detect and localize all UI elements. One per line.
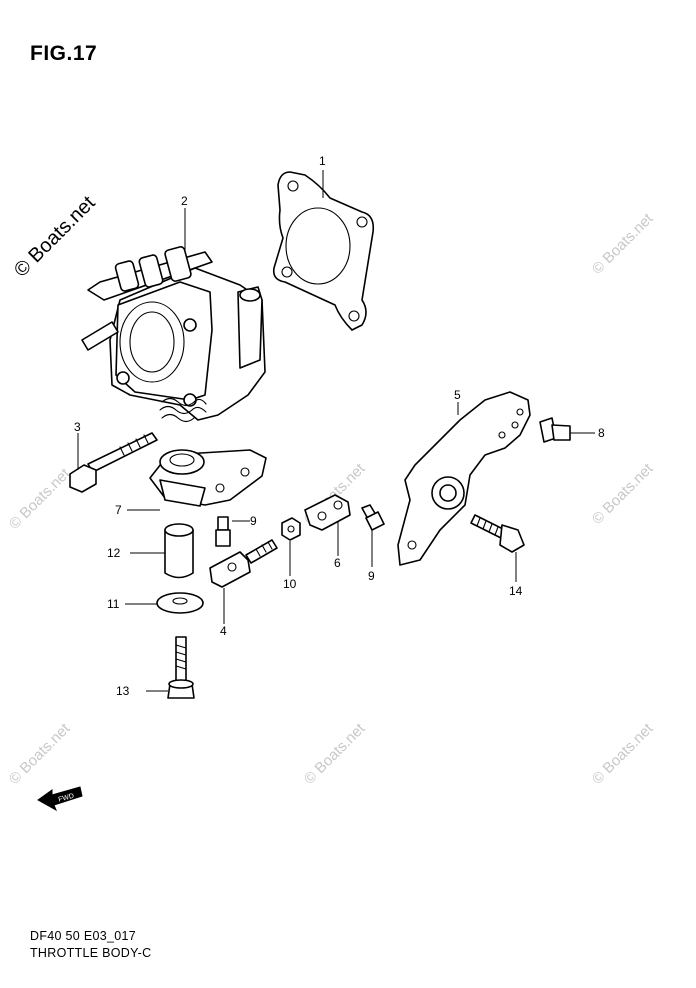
gasket-part bbox=[272, 171, 375, 331]
watermark: © Boats.net bbox=[6, 465, 74, 533]
forward-label: FWD bbox=[58, 793, 75, 804]
watermark-large: © Boats.net bbox=[10, 192, 100, 282]
watermark: © Boats.net bbox=[589, 210, 657, 278]
collar-part bbox=[164, 523, 194, 579]
callout-11: 11 bbox=[107, 597, 120, 611]
throttle-body-part bbox=[81, 246, 266, 423]
callout-3: 3 bbox=[74, 420, 81, 434]
screw-part bbox=[361, 504, 385, 531]
diagram-code: DF40 50 E03_017 bbox=[30, 929, 136, 943]
callout-14: 14 bbox=[509, 584, 523, 598]
watermark: © Boats.net bbox=[6, 720, 74, 788]
screw-part bbox=[215, 516, 231, 547]
nut-part bbox=[281, 517, 301, 541]
bracket-part bbox=[149, 449, 267, 507]
forward-arrow-icon: FWD bbox=[37, 786, 83, 812]
small-bolt-part bbox=[539, 417, 571, 443]
long-bolt-part bbox=[69, 432, 158, 493]
callout-9-right: 9 bbox=[368, 569, 375, 583]
callout-13: 13 bbox=[116, 684, 130, 698]
link-rod-end-part bbox=[209, 539, 278, 588]
callout-7: 7 bbox=[115, 503, 122, 517]
callout-4: 4 bbox=[220, 624, 227, 638]
lever-part bbox=[397, 391, 531, 566]
bolt-part bbox=[167, 636, 195, 699]
callouts: 1 2 3 4 5 6 7 8 9 9 10 11 12 13 14 bbox=[74, 154, 605, 698]
callout-8: 8 bbox=[598, 426, 605, 440]
callout-9-left: 9 bbox=[250, 514, 257, 528]
diagram-name: THROTTLE BODY-C bbox=[30, 946, 152, 960]
callout-1: 1 bbox=[319, 154, 326, 168]
callout-2: 2 bbox=[181, 194, 188, 208]
figure-label: FIG.17 bbox=[30, 42, 98, 65]
callout-12: 12 bbox=[107, 546, 121, 560]
joint-part bbox=[304, 494, 351, 531]
angled-bolt-part bbox=[470, 514, 525, 553]
watermark: © Boats.net bbox=[589, 460, 657, 528]
callout-5: 5 bbox=[454, 388, 461, 402]
callout-10: 10 bbox=[283, 577, 297, 591]
callout-6: 6 bbox=[334, 556, 341, 570]
watermark: © Boats.net bbox=[589, 720, 657, 788]
leader-lines bbox=[77, 170, 595, 692]
watermark: © Boats.net bbox=[301, 720, 369, 788]
washer-part bbox=[156, 592, 204, 614]
